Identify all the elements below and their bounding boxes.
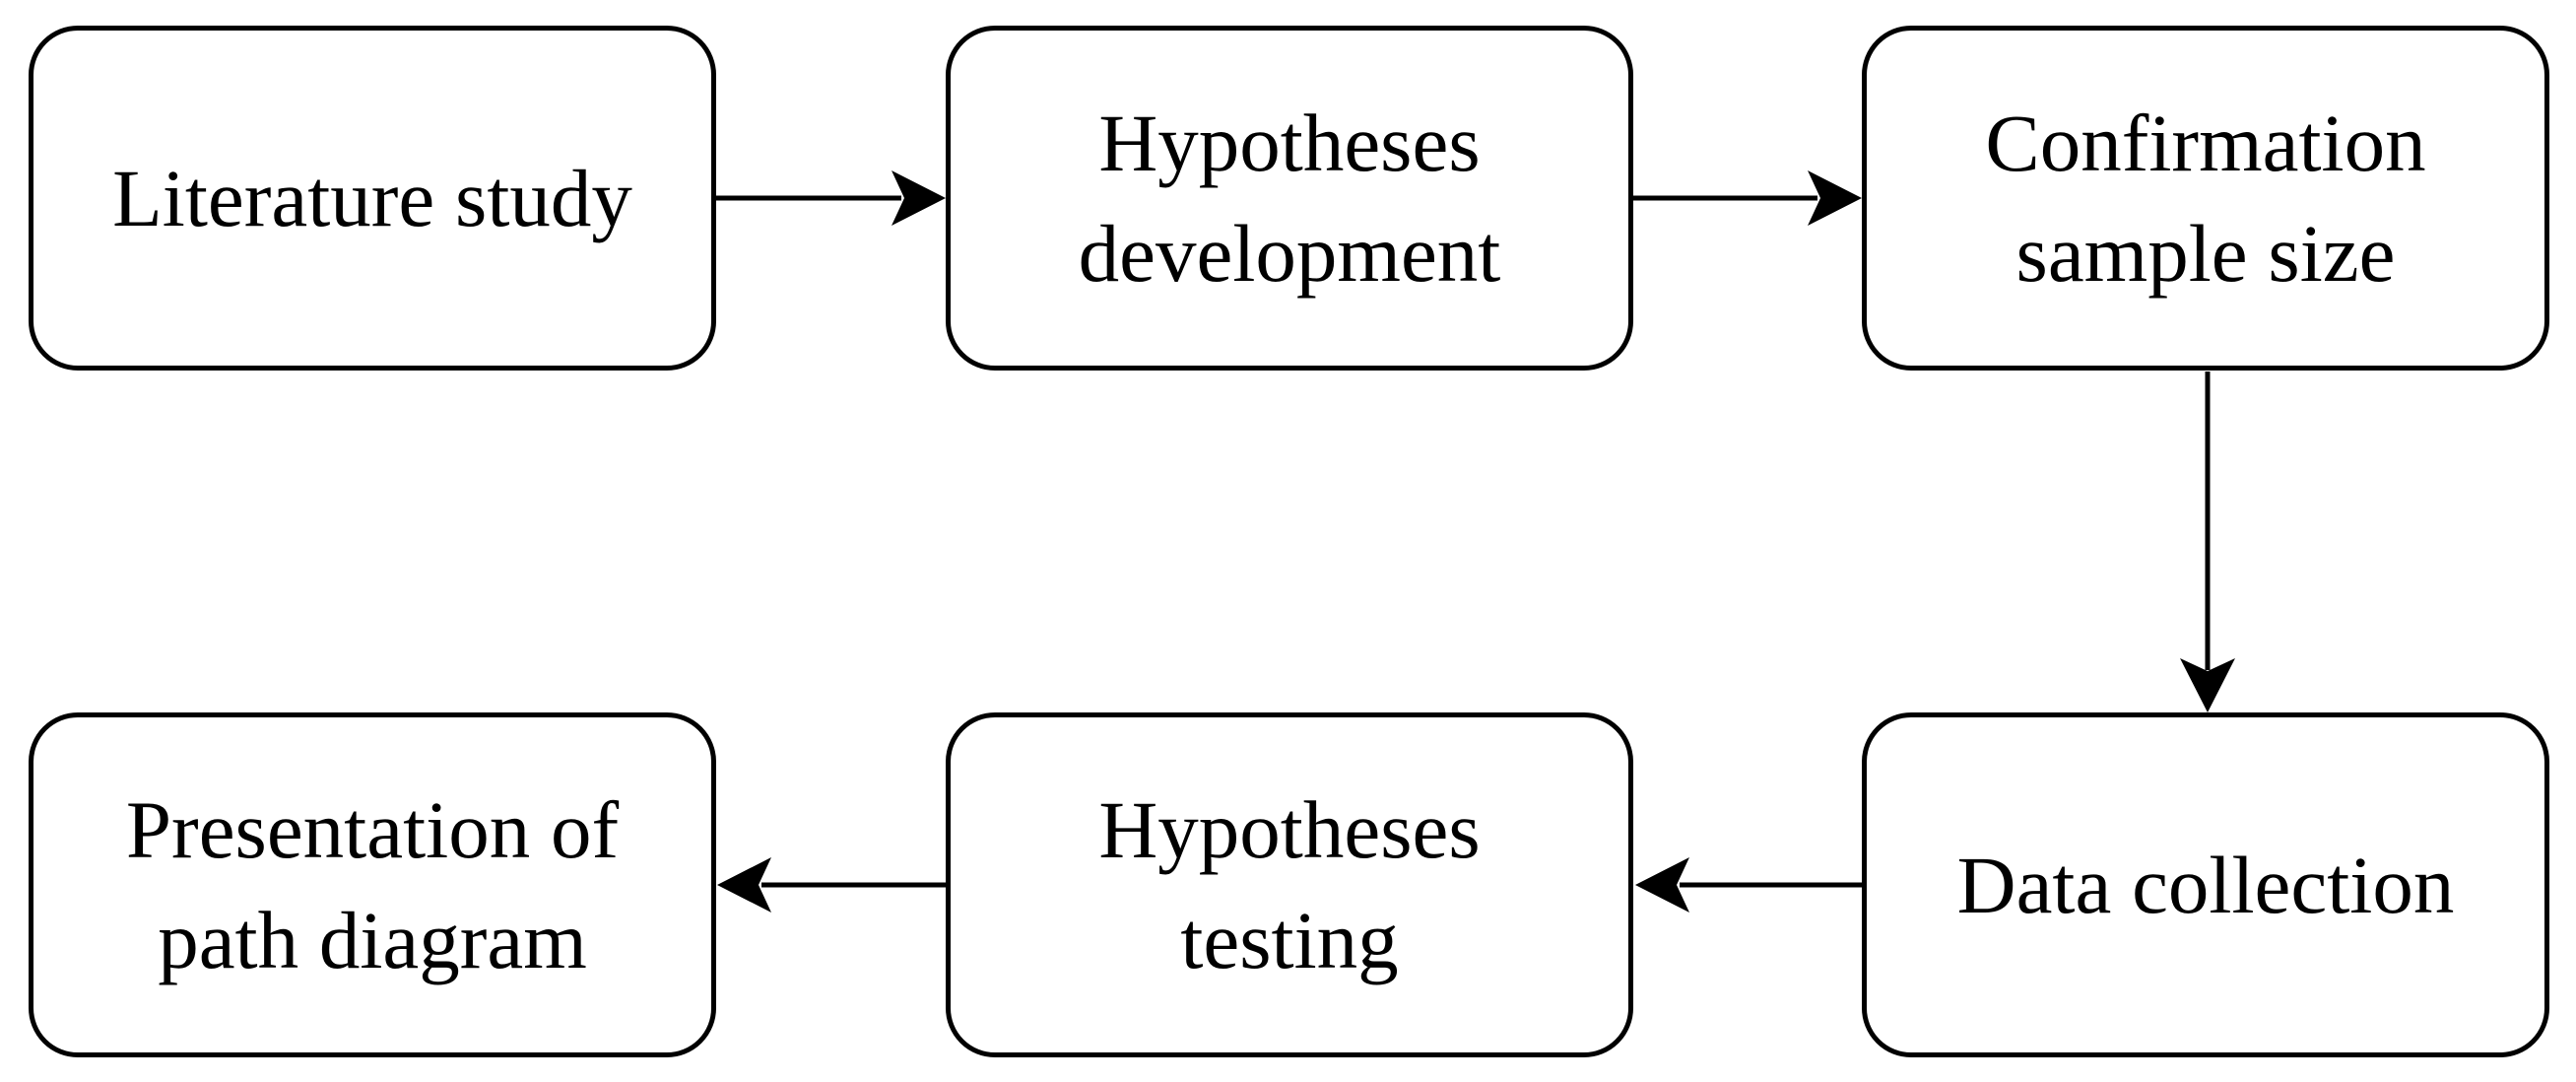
node-confirmation-sample-size: Confirmation sample size [1862, 26, 2549, 371]
edge-hypotheses-testing-to-presentation-of-path-diagram [717, 857, 946, 913]
node-hypotheses-development: Hypotheses development [946, 26, 1633, 371]
node-presentation-of-path-diagram: Presentation of path diagram [29, 712, 716, 1057]
edge-literature-to-hypotheses-development [716, 170, 946, 226]
node-label: Hypotheses development [1078, 98, 1501, 299]
node-hypotheses-testing: Hypotheses testing [946, 712, 1633, 1057]
node-label: Hypotheses testing [1098, 784, 1481, 985]
node-label: Literature study [112, 153, 632, 243]
edge-confirmation-sample-size-to-data-collection [2180, 372, 2235, 712]
node-label: Presentation of path diagram [125, 784, 620, 985]
node-literature-study: Literature study [29, 26, 716, 371]
node-label: Confirmation sample size [1985, 98, 2426, 299]
node-data-collection: Data collection [1862, 712, 2549, 1057]
edge-data-collection-to-hypotheses-testing [1635, 857, 1862, 913]
edge-hypotheses-development-to-confirmation-sample-size [1633, 170, 1862, 226]
node-label: Data collection [1956, 840, 2455, 930]
